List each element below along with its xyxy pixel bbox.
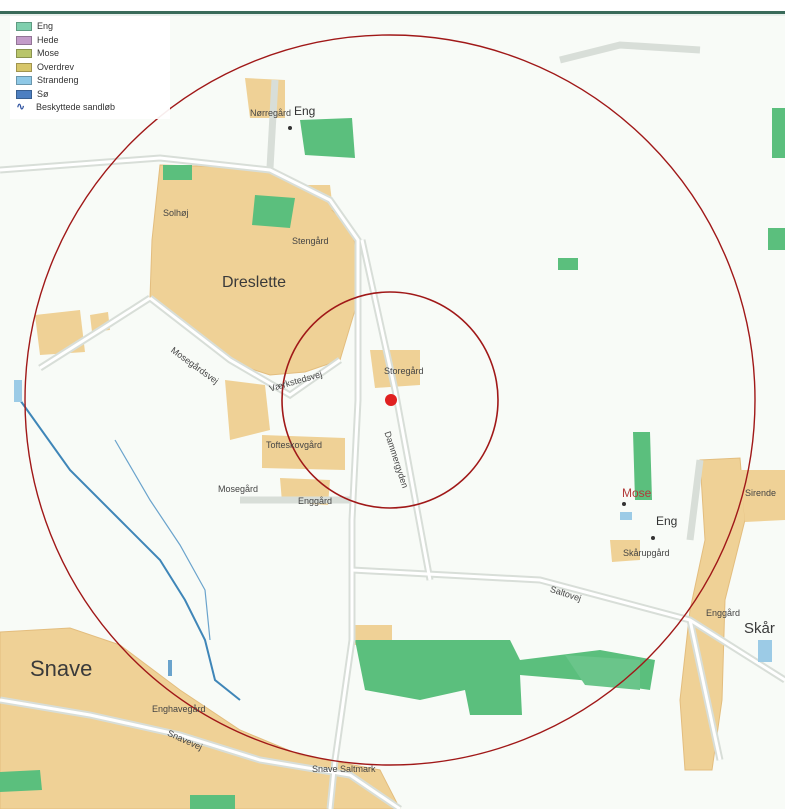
place-label: Enggård <box>706 608 741 618</box>
legend-item-mose: Mose <box>16 47 166 61</box>
stream <box>19 399 241 701</box>
lake <box>620 512 632 520</box>
lake <box>758 640 772 662</box>
place-label: Enghavegård <box>152 704 206 714</box>
lake <box>14 380 22 402</box>
legend-label: Strandeng <box>37 75 79 85</box>
legend-item-hede: Hede <box>16 34 166 48</box>
legend-label: Sø <box>37 88 49 99</box>
field <box>565 655 640 690</box>
legend-label: Mose <box>37 48 60 58</box>
legend-swatch <box>16 22 32 32</box>
field <box>163 165 192 180</box>
town-label-skaar: Skår <box>744 620 775 637</box>
field <box>772 108 785 158</box>
place-label: Snave Saltmark <box>312 764 376 774</box>
field <box>190 795 235 809</box>
legend-swatch <box>16 35 32 45</box>
outer-buffer-circle <box>24 34 756 766</box>
road-centerlines <box>0 156 785 809</box>
site-marker[interactable] <box>385 394 397 406</box>
place-dot <box>288 126 292 130</box>
town-label-dreslette: Dreslette <box>222 274 287 291</box>
place-dot <box>651 536 655 540</box>
town-block <box>262 435 345 470</box>
legend-label: Eng <box>37 21 54 31</box>
town-block <box>740 470 785 522</box>
field <box>0 770 42 792</box>
place-label: Tofteskovgård <box>266 440 323 450</box>
legend-label: Overdrev <box>37 61 75 72</box>
place-label: Storegård <box>384 366 424 376</box>
legend-swatch <box>16 49 32 59</box>
field <box>768 228 785 250</box>
field <box>558 258 578 270</box>
place-label: Enggård <box>298 496 333 506</box>
place-label: Stengård <box>292 236 329 246</box>
map-legend: Eng Hede Mose Overdrev Strandeng Sø ∿ Be… <box>10 16 170 119</box>
field <box>300 118 355 158</box>
town-block <box>225 380 270 440</box>
legend-swatch <box>16 89 32 99</box>
legend-item-sandlob: ∿ Beskyttede sandløb <box>16 101 166 115</box>
place-label: Nørregård <box>250 108 292 118</box>
town-block <box>370 350 420 388</box>
legend-swatch <box>16 62 32 72</box>
place-label: Sirende <box>745 488 777 498</box>
lake <box>168 660 172 676</box>
legend-label: Hede <box>37 34 59 45</box>
legend-label: Beskyttede sandløb <box>36 102 116 112</box>
legend-item-overdrev: Overdrev <box>16 61 166 75</box>
wave-line-icon: ∿ <box>16 101 26 114</box>
town-block <box>610 540 640 562</box>
inner-buffer-circle <box>281 291 499 509</box>
place-label: Solhøj <box>163 208 189 218</box>
field <box>252 195 295 228</box>
place-label: Skårupgård <box>623 548 670 558</box>
legend-item-strandeng: Strandeng <box>16 74 166 88</box>
nature-label-mose: Mose <box>622 486 652 500</box>
place-dot <box>622 502 626 506</box>
legend-swatch <box>16 76 32 86</box>
town-label-snave: Snave <box>30 656 93 681</box>
legend-item-eng: Eng <box>16 20 166 34</box>
legend-item-so: Sø <box>16 88 166 102</box>
window-top-edge <box>0 0 785 16</box>
field <box>633 432 652 500</box>
nature-label-eng: Eng <box>294 104 316 118</box>
place-label: Mosegård <box>218 484 259 494</box>
nature-label-eng: Eng <box>656 514 678 528</box>
stream <box>114 439 211 641</box>
